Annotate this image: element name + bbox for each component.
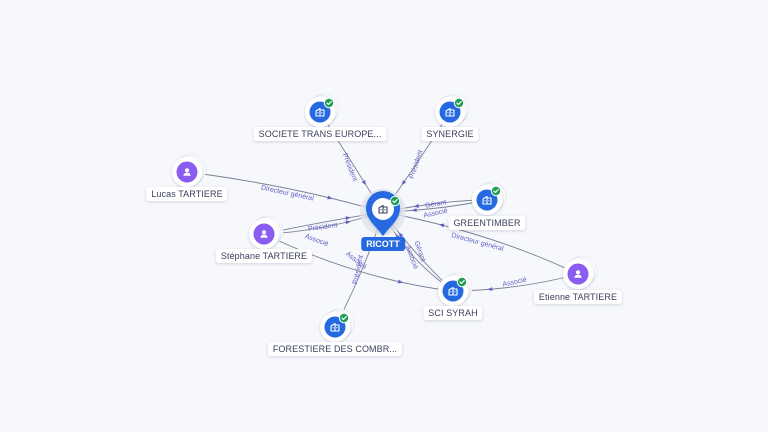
building-window	[450, 291, 452, 293]
building-window	[447, 112, 449, 114]
person-icon-body	[183, 172, 191, 176]
building-icon	[378, 204, 388, 214]
node-scisyrah[interactable]	[438, 272, 473, 306]
arrow-icon	[487, 287, 493, 292]
arrow-icon	[413, 203, 419, 208]
node-forestiere[interactable]	[320, 308, 355, 342]
node-etienne[interactable]	[563, 255, 598, 289]
building-window	[321, 112, 323, 114]
edge-label: Président	[341, 152, 359, 182]
node-lucas[interactable]	[172, 153, 207, 187]
building-window	[317, 112, 319, 114]
building-icon	[482, 195, 492, 205]
nodes-layer	[172, 93, 598, 342]
node-label-etienne[interactable]: Etienne TARTIERE	[533, 290, 623, 304]
edge-etienne-ricott[interactable]	[382, 211, 579, 275]
edge-lucas-ricott[interactable]	[186, 171, 384, 213]
person-icon-body	[574, 274, 582, 278]
node-greentimber[interactable]	[472, 181, 507, 215]
building-window	[384, 209, 386, 211]
edge-label: Associé	[304, 233, 330, 248]
check-mark	[493, 188, 499, 194]
edge-stephane-scisyrah[interactable]	[263, 233, 454, 292]
arrow-icon	[345, 220, 351, 225]
building-window	[488, 200, 490, 202]
person-icon-body	[260, 234, 268, 238]
check-mark	[326, 100, 332, 106]
node-stephane[interactable]	[249, 215, 284, 249]
building-window	[380, 209, 382, 211]
node-label-societe[interactable]: SOCIETE TRANS EUROPE...	[253, 127, 387, 141]
node-label-greentimber[interactable]: GREENTIMBER	[448, 216, 526, 230]
building-icon	[448, 286, 458, 296]
node-synergie[interactable]	[435, 93, 470, 127]
edge-label: Associé	[502, 277, 528, 289]
node-label-scisyrah[interactable]: SCI SYRAH	[423, 306, 483, 320]
arrow-icon	[439, 223, 445, 228]
arrow-icon	[345, 216, 351, 221]
check-mark	[392, 198, 398, 204]
edge-label: Président	[409, 149, 425, 179]
node-ricott-center[interactable]	[360, 189, 406, 236]
building-window	[454, 291, 456, 293]
building-window	[484, 200, 486, 202]
building-window	[332, 327, 334, 329]
building-icon	[330, 322, 340, 332]
check-mark	[459, 279, 465, 285]
node-societe[interactable]	[305, 93, 340, 127]
arrow-icon	[401, 180, 407, 186]
check-mark	[456, 100, 462, 106]
arrow-icon	[327, 195, 333, 200]
edge-label: Gérant	[425, 199, 447, 210]
arrow-icon	[361, 180, 367, 186]
building-window	[451, 112, 453, 114]
person-icon-head	[184, 168, 190, 173]
arrow-icon	[397, 279, 404, 284]
arrow-icon	[411, 208, 417, 213]
person-icon-head	[575, 270, 581, 275]
check-mark	[341, 315, 347, 321]
building-icon	[315, 107, 325, 117]
person-icon-head	[261, 230, 267, 235]
arrow-icon	[398, 232, 404, 238]
building-icon	[445, 107, 455, 117]
node-label-stephane[interactable]: Stéphane TARTIERE	[215, 249, 313, 263]
node-label-synergie[interactable]: SYNERGIE	[421, 127, 479, 141]
center-node-label[interactable]: RICOTT	[361, 237, 405, 251]
node-label-forestiere[interactable]: FORESTIERE DES COMBR...	[267, 342, 403, 356]
node-label-lucas[interactable]: Lucas TARTIERE	[146, 187, 228, 201]
edge-label: Associé	[423, 208, 449, 220]
building-window	[336, 327, 338, 329]
edge-label: Directeur général	[260, 185, 314, 203]
